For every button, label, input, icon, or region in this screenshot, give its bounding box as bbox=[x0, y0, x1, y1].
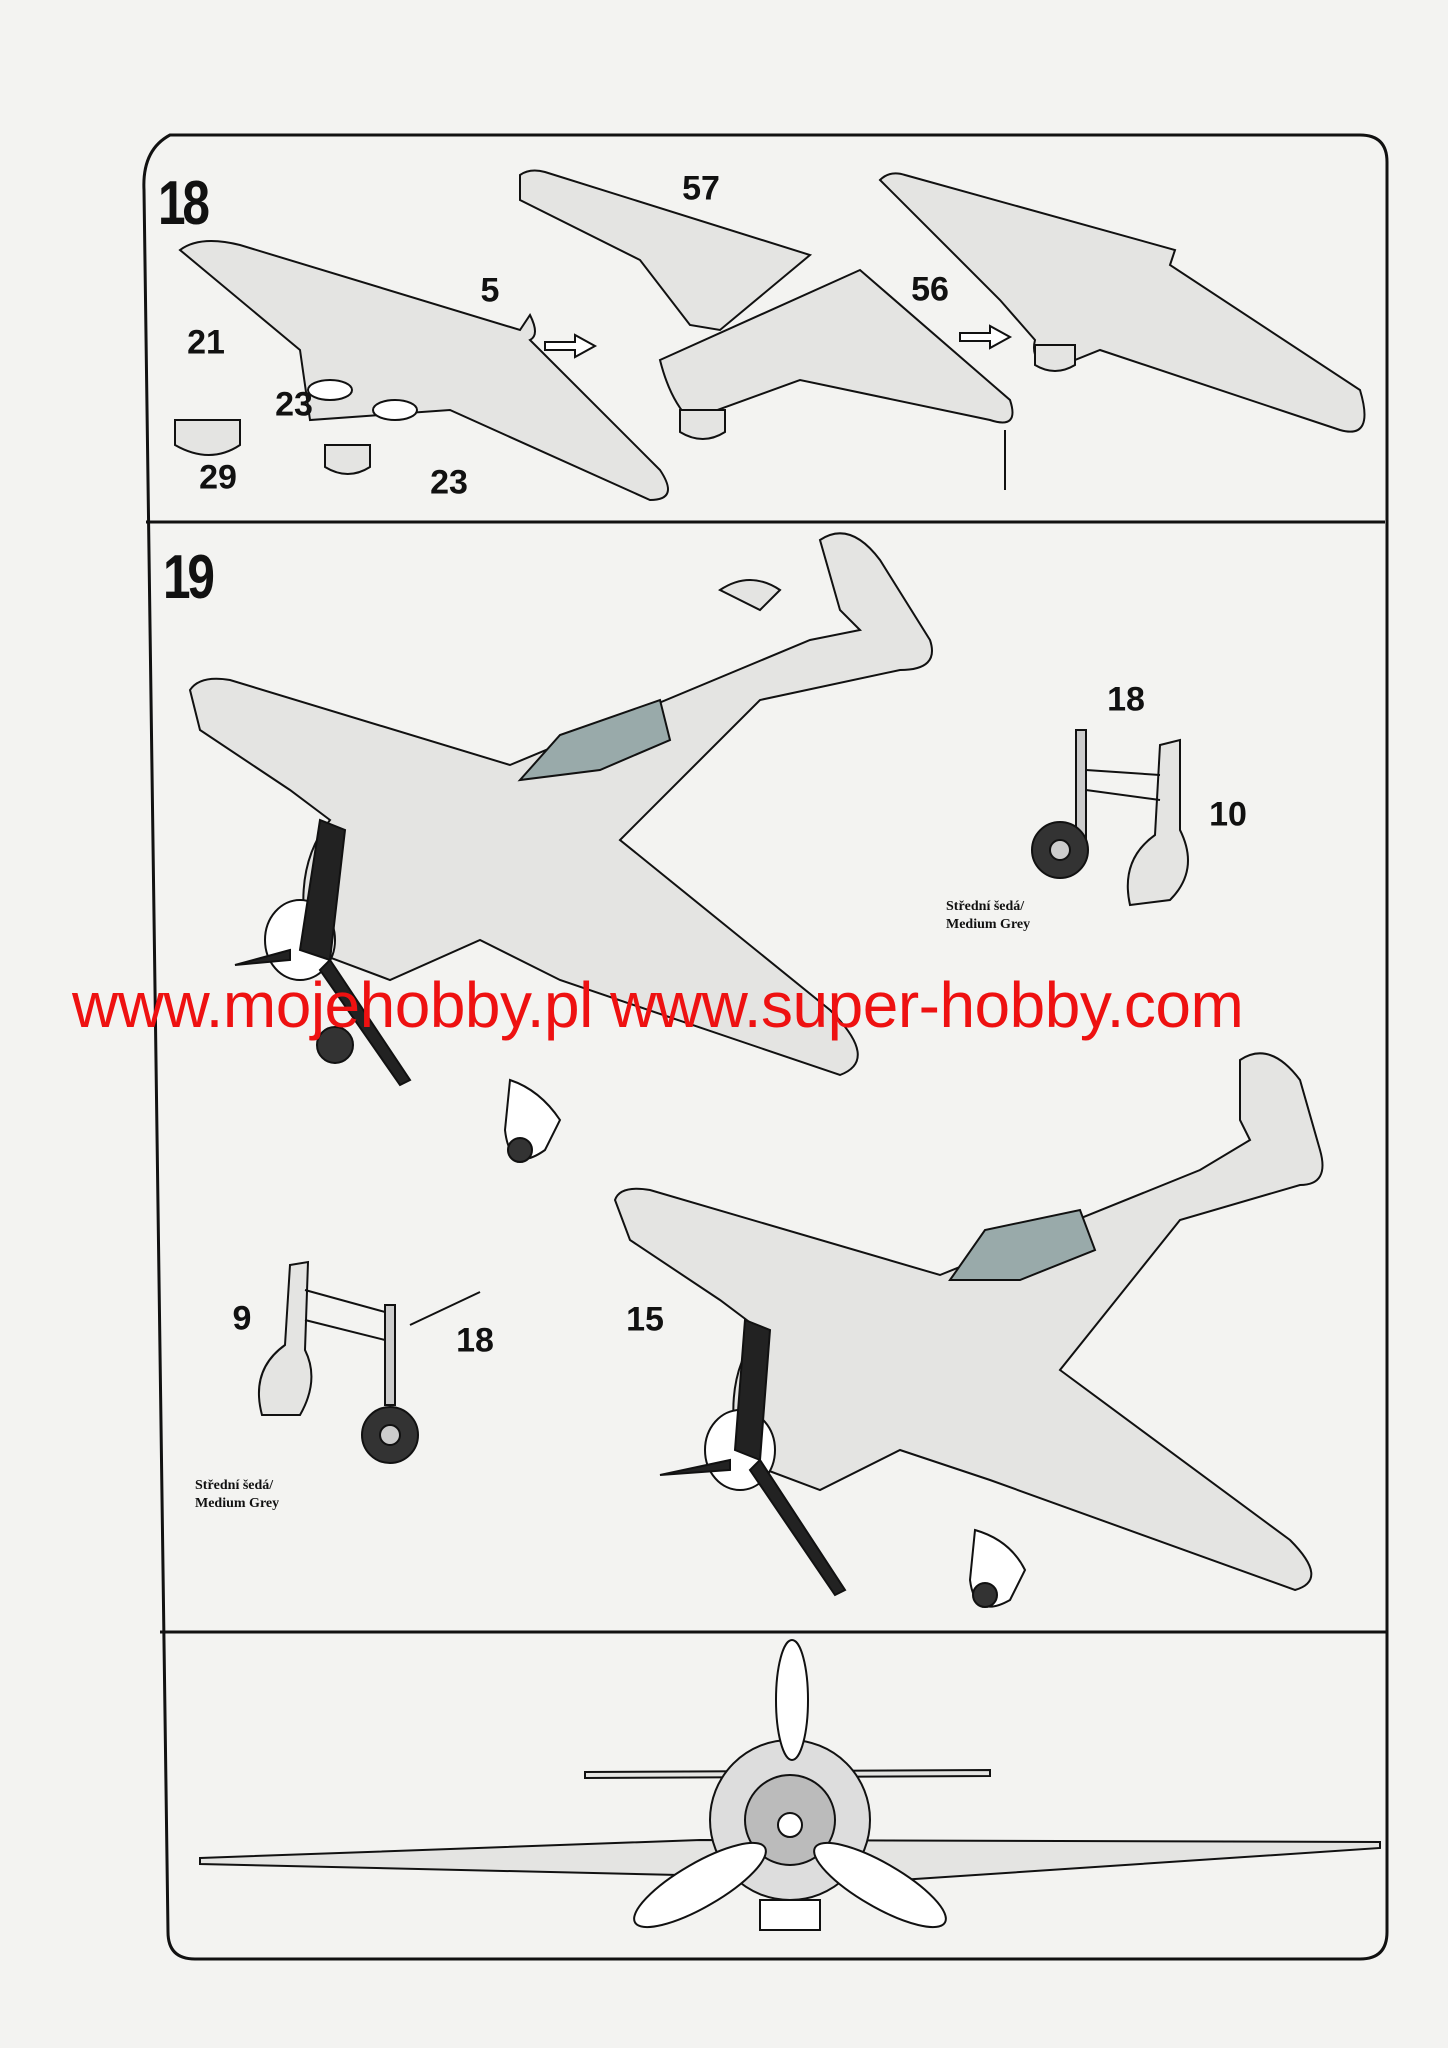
part-label-56: 56 bbox=[911, 270, 949, 309]
part-label-10: 10 bbox=[1209, 795, 1247, 834]
wing-assembled bbox=[878, 172, 1366, 433]
frame bbox=[142, 133, 1389, 1961]
color-note-czech: Střední šedá/ bbox=[946, 899, 1025, 914]
color-note-czech: Střední šedá/ bbox=[195, 1478, 274, 1493]
aircraft-side-view-lower bbox=[613, 1052, 1324, 1608]
landing-gear-left bbox=[258, 1260, 481, 1464]
part-label-57: 57 bbox=[682, 169, 720, 208]
wing-assembly-57-56 bbox=[519, 169, 1014, 490]
aircraft-front-view bbox=[199, 1639, 1381, 1931]
aircraft-side-view-upper bbox=[188, 532, 933, 1163]
arrow-right-2 bbox=[959, 324, 1013, 350]
part-label-15: 15 bbox=[626, 1300, 664, 1339]
part-label-9: 9 bbox=[232, 1299, 252, 1338]
wing-part-5 bbox=[174, 240, 669, 502]
part-label-23-a: 23 bbox=[275, 385, 313, 424]
part-label-29: 29 bbox=[199, 458, 237, 497]
part-label-5: 5 bbox=[480, 271, 500, 310]
landing-gear-right bbox=[1031, 729, 1189, 907]
part-label-23-b: 23 bbox=[430, 463, 468, 502]
color-note-english: Medium Grey bbox=[195, 1496, 280, 1511]
part-label-21: 21 bbox=[187, 323, 225, 362]
color-note-left: Střední šedá/ Medium Grey bbox=[195, 1477, 279, 1513]
color-note-right: Střední šedá/ Medium Grey bbox=[946, 898, 1030, 934]
step-number-19: 19 bbox=[163, 543, 215, 612]
color-note-english: Medium Grey bbox=[946, 917, 1031, 932]
arrow-right-1 bbox=[544, 333, 598, 359]
part-label-18-right: 18 bbox=[1107, 680, 1145, 719]
step-number-18: 18 bbox=[158, 169, 210, 238]
watermark-text: www.mojehobby.pl www.super-hobby.com bbox=[72, 969, 1244, 1041]
part-label-18-left: 18 bbox=[456, 1321, 494, 1360]
